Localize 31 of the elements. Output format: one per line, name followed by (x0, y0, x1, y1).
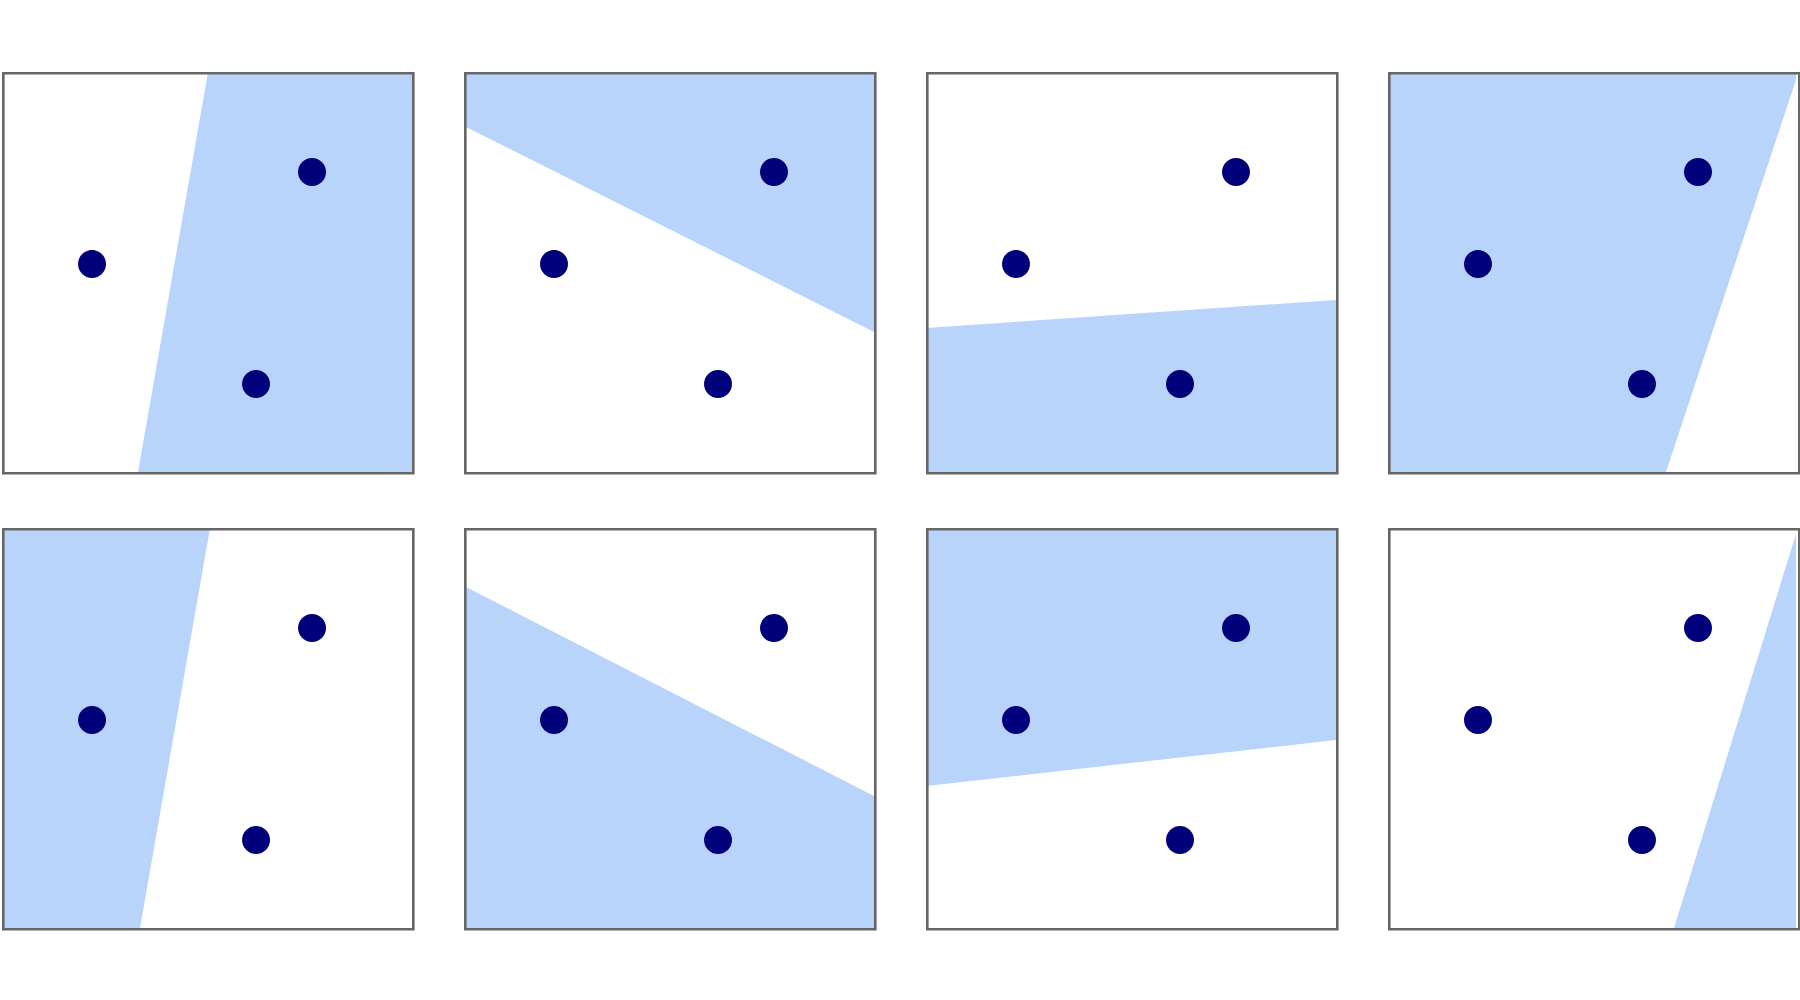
dot (760, 158, 788, 186)
dot (540, 250, 568, 278)
dot (704, 826, 732, 854)
plot-panel (1388, 528, 1800, 931)
dot (1222, 158, 1250, 186)
dot (298, 614, 326, 642)
dot (298, 158, 326, 186)
plot-panel (2, 72, 415, 475)
dot (760, 614, 788, 642)
dot (1684, 614, 1712, 642)
dot (1464, 706, 1492, 734)
dot (78, 706, 106, 734)
plot-panel (926, 72, 1339, 475)
dot (242, 826, 270, 854)
dot (1166, 826, 1194, 854)
dot (1002, 706, 1030, 734)
dot (1628, 370, 1656, 398)
dot (1002, 250, 1030, 278)
dot (1628, 826, 1656, 854)
dot (540, 706, 568, 734)
plot-panel (464, 72, 877, 475)
plot-panel (2, 528, 415, 931)
dot (1684, 158, 1712, 186)
plot-panel (926, 528, 1339, 931)
dot (242, 370, 270, 398)
plot-panel (464, 528, 877, 931)
dot (1222, 614, 1250, 642)
dot (78, 250, 106, 278)
dot (704, 370, 732, 398)
dot (1464, 250, 1492, 278)
dot (1166, 370, 1194, 398)
